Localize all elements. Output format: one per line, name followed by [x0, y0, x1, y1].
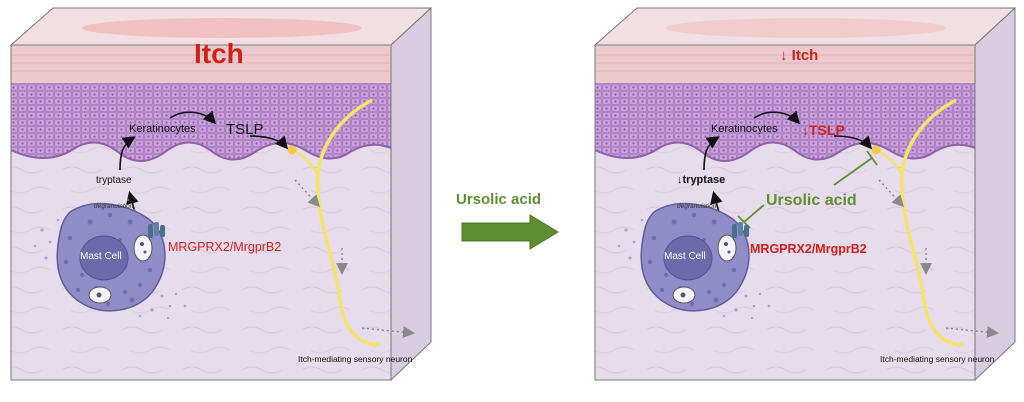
left-title: Itch: [194, 38, 244, 69]
right-neuron-label: Itch-mediating sensory neuron: [880, 354, 995, 364]
right-receptor-label: MRGPRX2/MrgprB2: [750, 242, 867, 256]
right-skin-panel: [593, 6, 1017, 382]
left-keratinocytes-label: Keratinocytes: [129, 123, 196, 135]
right-keratinocytes-label: Keratinocytes: [711, 123, 778, 135]
mast-cell-nucleus: [663, 235, 713, 281]
right-degranulation-label: degranulation: [677, 203, 717, 210]
receptor-icon: [148, 222, 165, 238]
left-skin-panel: [9, 6, 433, 382]
sensory-neuron: [899, 98, 965, 347]
epidermis-layer: [595, 83, 975, 161]
mast-cell-nucleus: [79, 235, 129, 281]
right-inhibitor-label: Ursolic acid: [766, 192, 857, 209]
left-neuron-label: Itch-mediating sensory neuron: [298, 354, 413, 364]
treatment-arrow: [461, 214, 559, 250]
right-mast-cell-label: Mast Cell: [664, 251, 706, 262]
left-mast-cell-label: Mast Cell: [80, 251, 122, 262]
nerve-ending: [871, 145, 881, 155]
nerve-ending: [287, 145, 297, 155]
left-receptor-label: MRGPRX2/MrgprB2: [168, 240, 282, 254]
left-tslp-label: TSLP: [226, 121, 264, 138]
left-tryptase-label: tryptase: [96, 175, 132, 186]
right-tslp-label: ↓TSLP: [802, 122, 845, 138]
middle-treatment-label: Ursolic acid: [456, 191, 542, 208]
left-degranulation-label: degranulation: [94, 203, 134, 210]
receptor-icon: [732, 222, 749, 238]
right-title: ↓ Itch: [780, 47, 819, 64]
sensory-neuron: [315, 98, 381, 347]
right-tryptase-label: ↓tryptase: [677, 174, 726, 186]
epidermis-layer: [11, 83, 391, 161]
